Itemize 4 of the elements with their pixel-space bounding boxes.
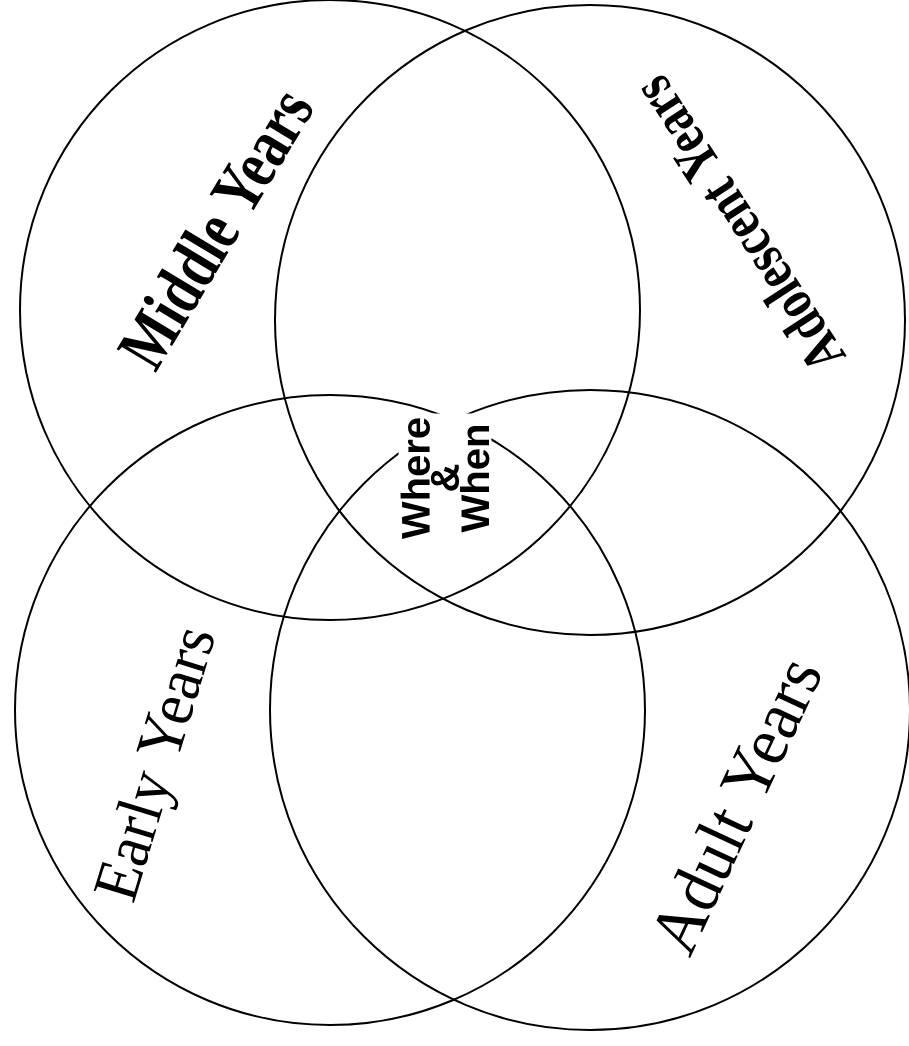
circle-title: Early Years: [93, 629, 214, 903]
circle-title: Adult Years: [656, 662, 821, 958]
venn-circle: [14, 394, 646, 1026]
center-label: Where & When: [398, 413, 492, 543]
